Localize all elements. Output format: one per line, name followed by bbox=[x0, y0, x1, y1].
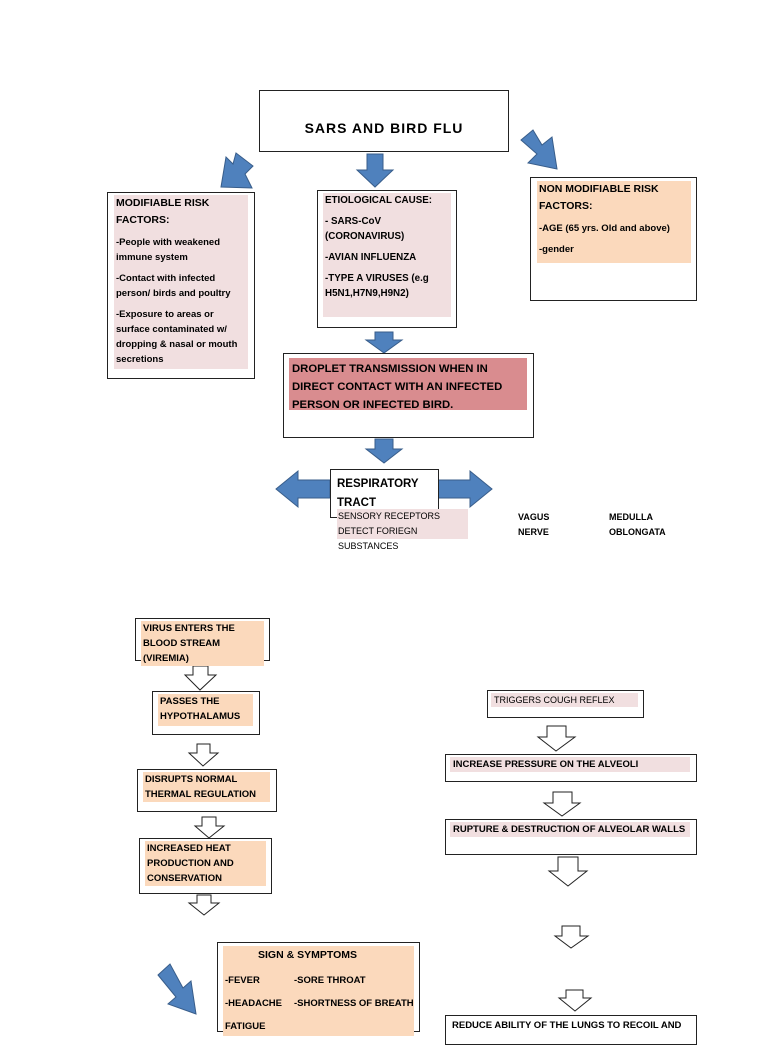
lung-recoil-text: REDUCE ABILITY OF THE LUNGS TO RECOIL AN… bbox=[452, 1020, 682, 1031]
respiratory-tract-label: RESPIRATORY TRACT bbox=[337, 478, 419, 509]
hypothalamus-text: PASSES THE HYPOTHALAMUS bbox=[158, 694, 253, 726]
arrow-down-right-icon bbox=[520, 129, 558, 170]
sign-symptoms-box: SIGN & SYMPTOMS -FEVER -HEADACHE FATIGUE… bbox=[217, 942, 420, 1036]
hollow-arrow-down-icon bbox=[536, 725, 577, 752]
hollow-arrow-down-icon bbox=[183, 665, 218, 691]
alveoli-pressure-text: INCREASE PRESSURE ON THE ALVEOLI bbox=[450, 757, 690, 772]
symptom-item: -SORE THROAT bbox=[294, 975, 366, 986]
symptom-item: -FEVER bbox=[225, 975, 260, 986]
etiological-item: - SARS-CoV (CORONAVIRUS) bbox=[325, 216, 405, 242]
flow-arrows bbox=[157, 129, 593, 1015]
title-box: SARS AND BIRD FLU bbox=[259, 90, 509, 152]
non-modifiable-content: NON MODIFIABLE RISK FACTORS: -AGE (65 yr… bbox=[537, 181, 691, 263]
diagram-title: SARS AND BIRD FLU bbox=[304, 120, 464, 136]
arrow-down-icon bbox=[355, 153, 395, 188]
sensory-receptors-text: SENSORY RECEPTORS DETECT FORIEGN SUBSTAN… bbox=[337, 509, 468, 551]
hypothalamus-box: PASSES THE HYPOTHALAMUS bbox=[152, 691, 260, 735]
etiological-item: -AVIAN INFLUENZA bbox=[325, 252, 417, 263]
hollow-arrow-down-icon bbox=[557, 989, 593, 1012]
etiological-item: -TYPE A VIRUSES (e.g H5N1,H7N9,H9N2) bbox=[325, 273, 429, 299]
thermal-regulation-text: DISRUPTS NORMAL THERMAL REGULATION bbox=[143, 772, 270, 802]
hollow-arrow-down-icon bbox=[553, 925, 590, 949]
symptom-item: -HEADACHE bbox=[225, 998, 282, 1009]
etiological-box: ETIOLOGICAL CAUSE: - SARS-CoV (CORONAVIR… bbox=[317, 190, 457, 328]
hollow-arrow-down-icon bbox=[542, 791, 582, 817]
droplet-transmission-box: DROPLET TRANSMISSION WHEN IN DIRECT CONT… bbox=[283, 353, 534, 438]
arrow-down-left-icon bbox=[220, 152, 254, 189]
non-modifiable-item: -AGE (65 yrs. Old and above) bbox=[539, 223, 670, 234]
modifiable-heading: MODIFIABLE RISK FACTORS: bbox=[116, 197, 210, 226]
hollow-arrow-down-icon bbox=[193, 816, 226, 839]
etiological-heading: ETIOLOGICAL CAUSE: bbox=[325, 195, 433, 206]
viremia-box: VIRUS ENTERS THE BLOOD STREAM (VIREMIA) bbox=[135, 618, 270, 666]
non-modifiable-risk-box: NON MODIFIABLE RISK FACTORS: -AGE (65 yr… bbox=[530, 177, 697, 301]
non-modifiable-item: -gender bbox=[539, 244, 574, 255]
heat-production-box: INCREASED HEAT PRODUCTION AND CONSERVATI… bbox=[139, 838, 272, 894]
modifiable-risk-content: MODIFIABLE RISK FACTORS: -People with we… bbox=[114, 195, 248, 369]
modifiable-item: -Contact with infected person/ birds and… bbox=[116, 273, 231, 299]
droplet-transmission-text: DROPLET TRANSMISSION WHEN IN DIRECT CONT… bbox=[289, 358, 527, 411]
arrow-down-icon bbox=[364, 331, 404, 354]
sign-symptoms-content: SIGN & SYMPTOMS -FEVER -HEADACHE FATIGUE… bbox=[223, 946, 414, 1036]
alveolar-walls-text: RUPTURE & DESTRUCTION OF ALVEOLAR WALLS bbox=[450, 822, 690, 837]
modifiable-risk-box: MODIFIABLE RISK FACTORS: -People with we… bbox=[107, 192, 255, 379]
symptom-item: FATIGUE bbox=[225, 1021, 266, 1032]
arrow-right-icon bbox=[437, 469, 493, 509]
medulla-oblongata-label: MEDULLA OBLONGATA bbox=[609, 512, 666, 537]
lung-recoil-box: REDUCE ABILITY OF THE LUNGS TO RECOIL AN… bbox=[445, 1015, 697, 1045]
arrow-down-icon bbox=[364, 438, 404, 464]
thermal-regulation-box: DISRUPTS NORMAL THERMAL REGULATION bbox=[137, 769, 277, 812]
arrow-down-right-icon bbox=[157, 963, 197, 1015]
modifiable-item: -People with weakened immune system bbox=[116, 237, 220, 263]
hollow-arrow-down-icon bbox=[547, 856, 589, 887]
etiological-content: ETIOLOGICAL CAUSE: - SARS-CoV (CORONAVIR… bbox=[323, 193, 451, 317]
viremia-text: VIRUS ENTERS THE BLOOD STREAM (VIREMIA) bbox=[141, 621, 264, 666]
alveoli-pressure-box: INCREASE PRESSURE ON THE ALVEOLI bbox=[445, 754, 697, 782]
cough-reflex-box: TRIGGERS COUGH REFLEX bbox=[487, 690, 644, 718]
symptom-item: -SHORTNESS OF BREATH bbox=[294, 998, 414, 1009]
cough-reflex-text: TRIGGERS COUGH REFLEX bbox=[491, 693, 638, 707]
hollow-arrow-down-icon bbox=[187, 743, 220, 767]
non-modifiable-heading: NON MODIFIABLE RISK FACTORS: bbox=[539, 183, 659, 212]
heat-production-text: INCREASED HEAT PRODUCTION AND CONSERVATI… bbox=[145, 841, 266, 886]
arrow-left-icon bbox=[275, 469, 331, 509]
vagus-nerve-label: VAGUS NERVE bbox=[518, 512, 550, 537]
sign-symptoms-heading: SIGN & SYMPTOMS bbox=[258, 949, 357, 961]
alveolar-walls-box: RUPTURE & DESTRUCTION OF ALVEOLAR WALLS bbox=[445, 819, 697, 855]
hollow-arrow-down-icon bbox=[187, 894, 221, 916]
modifiable-item: -Exposure to areas or surface contaminat… bbox=[116, 309, 238, 365]
